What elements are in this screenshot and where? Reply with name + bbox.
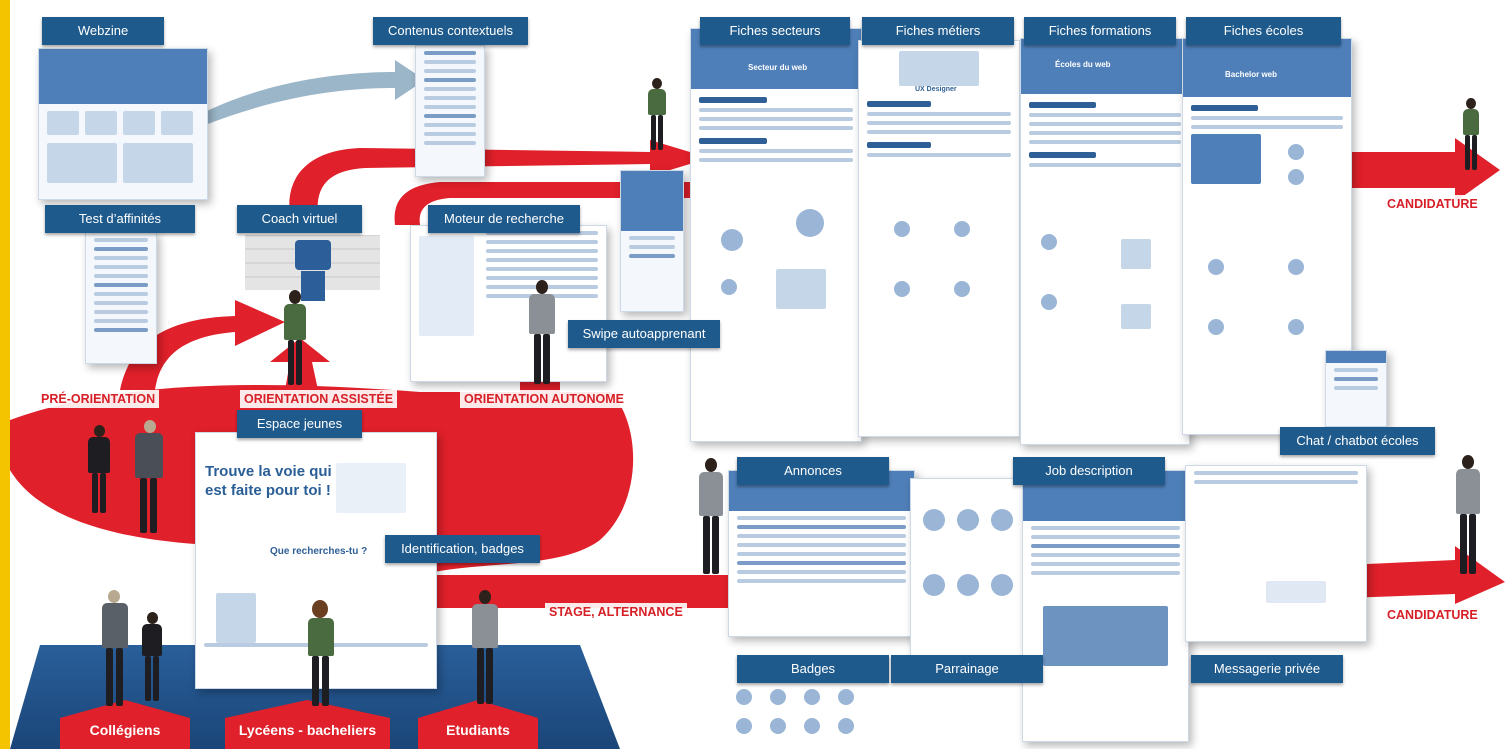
- tag-job-description: Job description: [1013, 457, 1165, 485]
- tag-espace-jeunes: Espace jeunes: [237, 410, 362, 438]
- contenus-screen: [415, 45, 485, 177]
- person-pair-collegiens: [100, 590, 170, 710]
- espace-hero-title: Trouve la voie qui est faite pour toi !: [205, 463, 332, 499]
- audience-marker-lyceens: [225, 700, 390, 749]
- parrainage-screen: [910, 478, 1027, 658]
- person-woman-coach: [280, 290, 310, 390]
- tag-chat-ecoles: Chat / chatbot écoles: [1280, 427, 1435, 455]
- tag-fiches-ecoles: Fiches écoles: [1186, 17, 1341, 45]
- person-man-moteur: [525, 280, 559, 390]
- espace-question: Que recherches-tu ?: [270, 546, 368, 557]
- label-candidature-top: CANDIDATURE: [1383, 195, 1482, 213]
- badges-screen: [728, 684, 868, 744]
- tag-fiches-formations: Fiches formations: [1024, 17, 1176, 45]
- arrow-candidature-top: [1345, 138, 1500, 202]
- tag-coach-virtuel: Coach virtuel: [237, 205, 362, 233]
- tag-fiches-metiers: Fiches métiers: [862, 17, 1014, 45]
- tag-test-affinites: Test d’affinités: [45, 205, 195, 233]
- audience-lyceens: Lycéens - bacheliers: [238, 722, 377, 738]
- annonces-screen: [728, 470, 915, 637]
- ecole-hero-title: Bachelor web: [1225, 70, 1278, 79]
- fiche-formations-screen: [1020, 38, 1190, 445]
- tag-parrainage: Parrainage: [891, 655, 1043, 683]
- tag-swipe-autoapprenant: Swipe autoapprenant: [568, 320, 720, 348]
- person-candidate-top: [1460, 98, 1482, 173]
- person-pair-preorientation: [82, 420, 177, 535]
- tag-webzine: Webzine: [42, 17, 164, 45]
- coach-robot-illustration: [245, 235, 380, 315]
- person-man-annonces: [695, 458, 727, 578]
- test-affinites-screen: [85, 232, 157, 364]
- tag-contenus-contextuels: Contenus contextuels: [373, 17, 528, 45]
- person-man-etudiants: [468, 590, 502, 708]
- audience-marker-etudiants: [418, 700, 538, 749]
- arrow-pre-orientation: [120, 300, 285, 390]
- messagerie-screen: [1185, 465, 1367, 642]
- person-woman-lyceens: [302, 600, 342, 710]
- webzine-screen: [38, 48, 208, 200]
- tag-badges: Badges: [737, 655, 889, 683]
- tag-identification-badges: Identification, badges: [385, 535, 540, 563]
- person-woman-sectors: [645, 78, 669, 153]
- arrow-webzine-to-contenus: [205, 60, 425, 125]
- audience-marker-collegiens: [60, 700, 190, 749]
- label-stage-alternance: STAGE, ALTERNANCE: [545, 603, 687, 621]
- label-pre-orientation: PRÉ-ORIENTATION: [37, 390, 160, 408]
- secteur-hero-title: Secteur du web: [748, 63, 808, 72]
- audience-etudiants: Etudiants: [446, 722, 510, 738]
- metier-hero-title: UX Designer: [915, 86, 957, 93]
- label-candidature-bottom: CANDIDATURE: [1383, 606, 1482, 624]
- fiche-metiers-screen: [858, 40, 1020, 437]
- audience-collegiens: Collégiens: [89, 722, 161, 738]
- tag-annonces: Annonces: [737, 457, 889, 485]
- arrow-coach-to-sectors: [289, 140, 710, 215]
- tag-fiches-secteurs: Fiches secteurs: [700, 17, 850, 45]
- label-orientation-assistee: ORIENTATION ASSISTÉE: [240, 390, 398, 408]
- fiche-secteurs-screen: [690, 28, 862, 442]
- label-orientation-autonome: ORIENTATION AUTONOME: [460, 390, 628, 408]
- formation-hero-title: Écoles du web: [1055, 60, 1111, 69]
- yellow-edge-bar: [0, 0, 10, 749]
- moteur-screen: [410, 225, 607, 382]
- person-candidate-bottom: [1452, 455, 1484, 580]
- tag-moteur-recherche: Moteur de recherche: [428, 205, 580, 233]
- job-description-screen: [1022, 470, 1189, 742]
- swipe-screen: [620, 170, 684, 312]
- tag-messagerie-privee: Messagerie privée: [1191, 655, 1343, 683]
- chat-ecoles-screen: [1325, 350, 1387, 427]
- fiche-ecoles-screen: [1182, 38, 1352, 435]
